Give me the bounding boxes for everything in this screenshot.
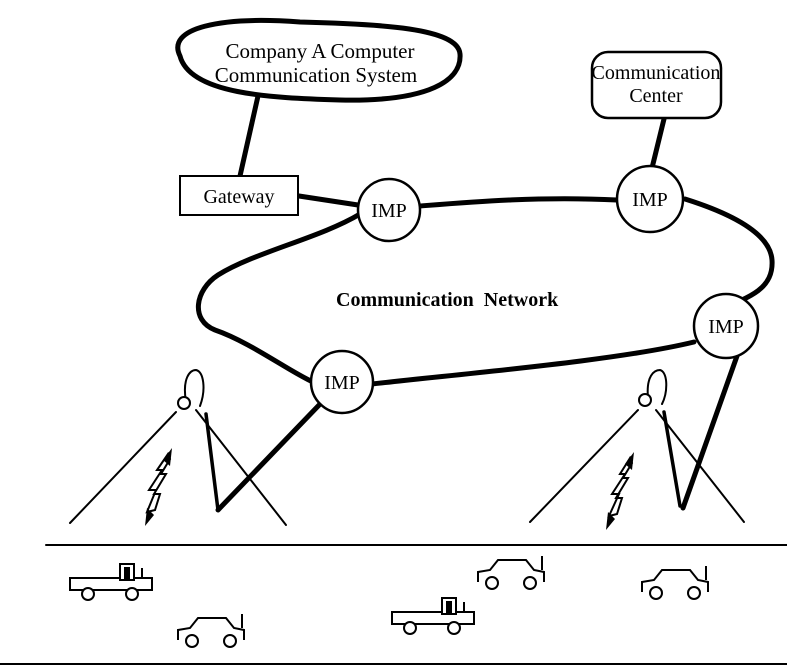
company-system-shape [175,18,463,103]
left-tower-leg-right [195,409,287,526]
gateway-box: Gateway [179,175,299,216]
right-radio-tower [529,369,745,523]
imp-node-right: IMP [692,292,760,360]
right-lightning-bolt [607,455,634,518]
imp-right-circle [692,292,760,360]
gateway-shape [179,175,299,216]
communication-center-box: Communication Center [590,50,723,120]
left-radio-tower [69,369,287,526]
connection-lines [196,93,775,513]
imp-top-left-circle [356,177,422,243]
right-tower-leg-right [655,409,745,523]
car-icon-2 [477,555,545,590]
right-lightning-arrow-down [606,512,615,530]
link-gateway-imp [296,193,361,208]
truck-icon-2 [391,597,475,635]
imp-top-left-label: IMP [371,200,407,222]
right-lightning-arrow-up [625,452,634,470]
right-tower-leg-left [529,409,639,523]
imp-bottom-left-label: IMP [324,372,360,394]
gateway-label: Gateway [203,186,274,208]
left-lightning-arrow-up [163,448,172,466]
imp-node-top-left: IMP [356,177,422,243]
left-lightning-bolt [145,451,172,514]
communication-center-shape [590,50,723,120]
imp-top-right-label: IMP [632,189,668,211]
left-tower-mast [204,412,220,512]
company-system-label-line1: Company A Computer [226,39,415,63]
link-imp-right-antenna [680,353,740,511]
left-tower-leg-left [69,411,177,524]
link-imp-imp-left [196,211,363,385]
right-lightning-icon [606,452,634,530]
link-imp-imp-bottom [369,339,697,387]
imp-right-label: IMP [708,316,744,338]
left-tower-light [177,396,191,410]
car-icon-3 [641,565,709,600]
communication-center-label-line1: Communication [592,62,721,84]
right-tower-light [638,393,652,407]
right-tower-hook [646,369,668,405]
car-icon-1 [177,613,245,648]
link-imp-imp-top [417,196,620,209]
left-lightning-icon [145,448,172,526]
communication-network-label: Communication Network [336,289,559,311]
link-imp-left-antenna [215,399,325,513]
truck-icon-1 [69,563,153,601]
right-tower-mast [662,410,682,508]
imp-node-top-right: IMP [615,164,685,234]
imp-node-bottom-left: IMP [309,349,375,415]
communication-center-label-line2: Center [629,85,683,107]
link-center-imp [649,116,667,171]
company-system-cloud: Company A Computer Communication System [175,18,463,103]
left-tower-hook [184,369,205,407]
imp-top-right-circle [615,164,685,234]
company-system-label-line2: Communication System [215,63,417,87]
left-lightning-arrow-down [145,508,154,526]
link-company-gateway [237,93,261,179]
imp-bottom-left-circle [309,349,375,415]
